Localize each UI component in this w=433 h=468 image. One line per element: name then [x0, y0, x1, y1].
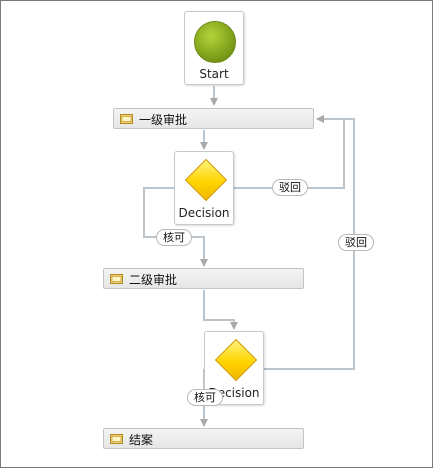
activity-level2-label: 二级审批: [129, 273, 178, 287]
decision1-label: Decision: [178, 206, 230, 220]
activity-level1-approval[interactable]: 一级审批: [113, 108, 314, 129]
connector-decision1-approve: [143, 187, 208, 267]
folder-icon: [110, 274, 123, 284]
branch-label-approve-1: 核可: [156, 229, 192, 246]
connector-level2-to-decision2: [203, 290, 238, 330]
connector-decision1-reject: [234, 115, 345, 189]
decision-diamond-icon: [214, 338, 258, 382]
start-label: Start: [199, 67, 229, 81]
decision-node-1[interactable]: Decision: [174, 151, 234, 225]
branch-label-reject-1: 驳回: [272, 179, 308, 196]
activity-close-case[interactable]: 结案: [103, 428, 304, 449]
branch-label-approve-2: 核可: [187, 389, 223, 406]
branch-label-reject-2: 驳回: [338, 234, 374, 251]
start-node[interactable]: Start: [184, 11, 244, 85]
decision-diamond-icon: [184, 158, 228, 202]
activity-close-label: 结案: [129, 433, 154, 447]
activity-level1-label: 一级审批: [139, 113, 188, 127]
start-circle-icon: [194, 21, 236, 63]
activity-level2-approval[interactable]: 二级审批: [103, 268, 304, 289]
folder-icon: [110, 434, 123, 444]
folder-icon: [120, 114, 133, 124]
